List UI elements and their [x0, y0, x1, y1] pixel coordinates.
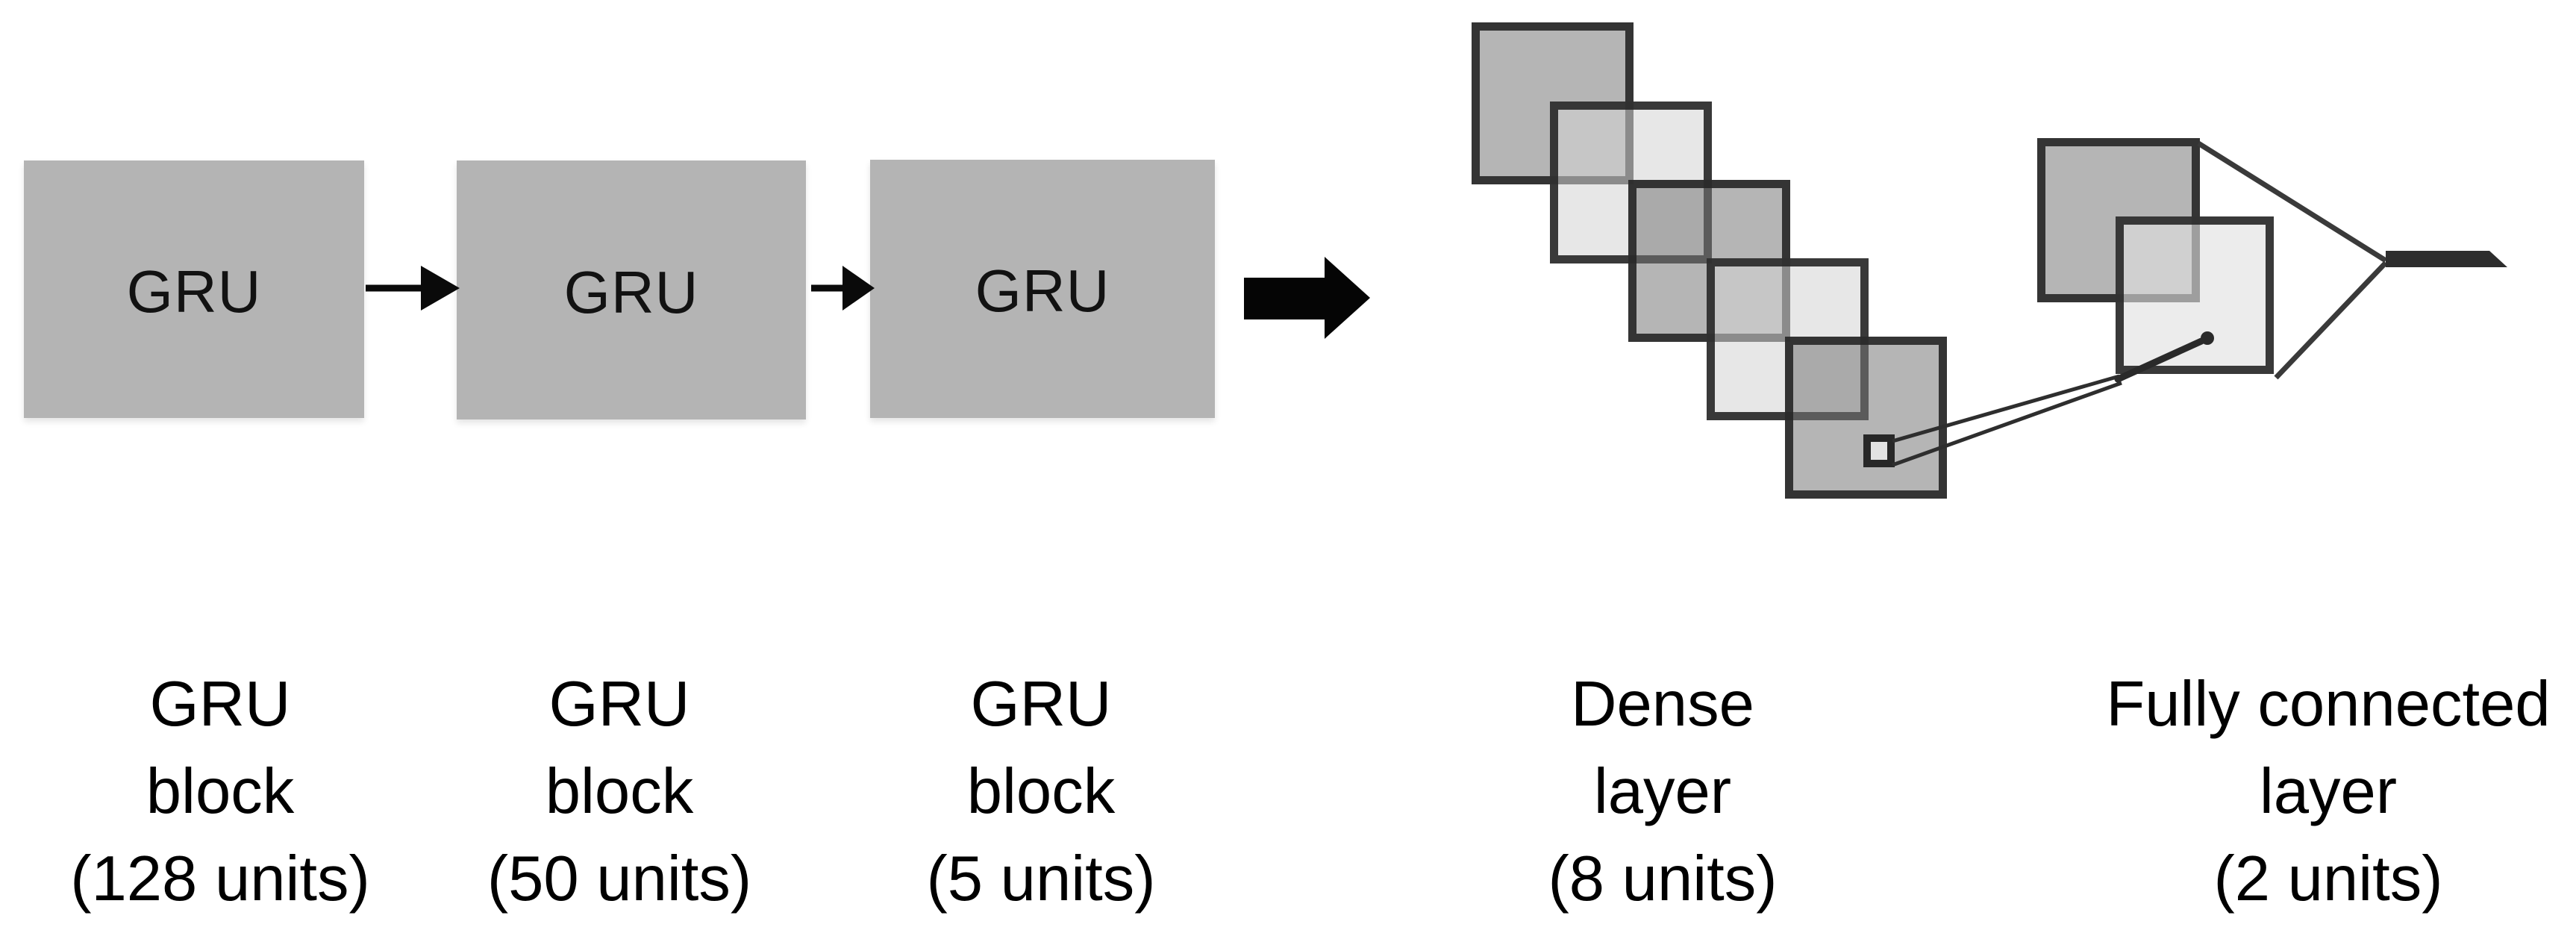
flow-arrow-2-icon	[811, 266, 875, 311]
gru-block-1: GRU	[24, 160, 364, 418]
gru-block-3: GRU	[870, 160, 1215, 418]
caption-line: block	[146, 756, 295, 827]
caption-line: block	[966, 756, 1116, 827]
caption-line: (50 units)	[487, 843, 752, 914]
caption-line: (2 units)	[2213, 843, 2443, 914]
caption-line: GRU	[548, 669, 690, 740]
gru-block-1-label: GRU	[126, 258, 262, 325]
caption-line: Fully connected	[2106, 669, 2551, 740]
caption-gru-block-128: GRU block (128 units)	[70, 661, 370, 923]
caption-line: (5 units)	[926, 843, 1156, 914]
caption-dense-layer: Dense layer (8 units)	[1548, 661, 1777, 923]
fc-layer-square-front	[2116, 216, 2274, 374]
caption-gru-block-50: GRU block (50 units)	[487, 661, 751, 923]
dense-layer-square-5	[1785, 337, 1947, 499]
caption-gru-block-5: GRU block (5 units)	[926, 661, 1155, 923]
caption-line: block	[545, 756, 694, 827]
unit-square	[1863, 434, 1895, 467]
caption-fully-connected-layer: Fully connected layer (2 units)	[2106, 661, 2550, 923]
gru-block-2-label: GRU	[563, 258, 699, 325]
caption-line: (128 units)	[70, 843, 370, 914]
caption-line: layer	[2259, 756, 2398, 827]
gru-block-2: GRU	[457, 160, 806, 419]
caption-line: Dense	[1571, 669, 1754, 740]
caption-line: layer	[1593, 756, 1732, 827]
gru-block-3-label: GRU	[975, 258, 1110, 324]
caption-line: GRU	[149, 669, 291, 740]
flow-arrow-1-icon	[366, 266, 460, 311]
fc-converge-line-lower	[2274, 261, 2388, 380]
caption-line: GRU	[970, 669, 1112, 740]
output-bar	[2386, 251, 2507, 267]
caption-line: (8 units)	[1548, 843, 1778, 914]
bold-arrow-icon	[1244, 257, 1370, 339]
